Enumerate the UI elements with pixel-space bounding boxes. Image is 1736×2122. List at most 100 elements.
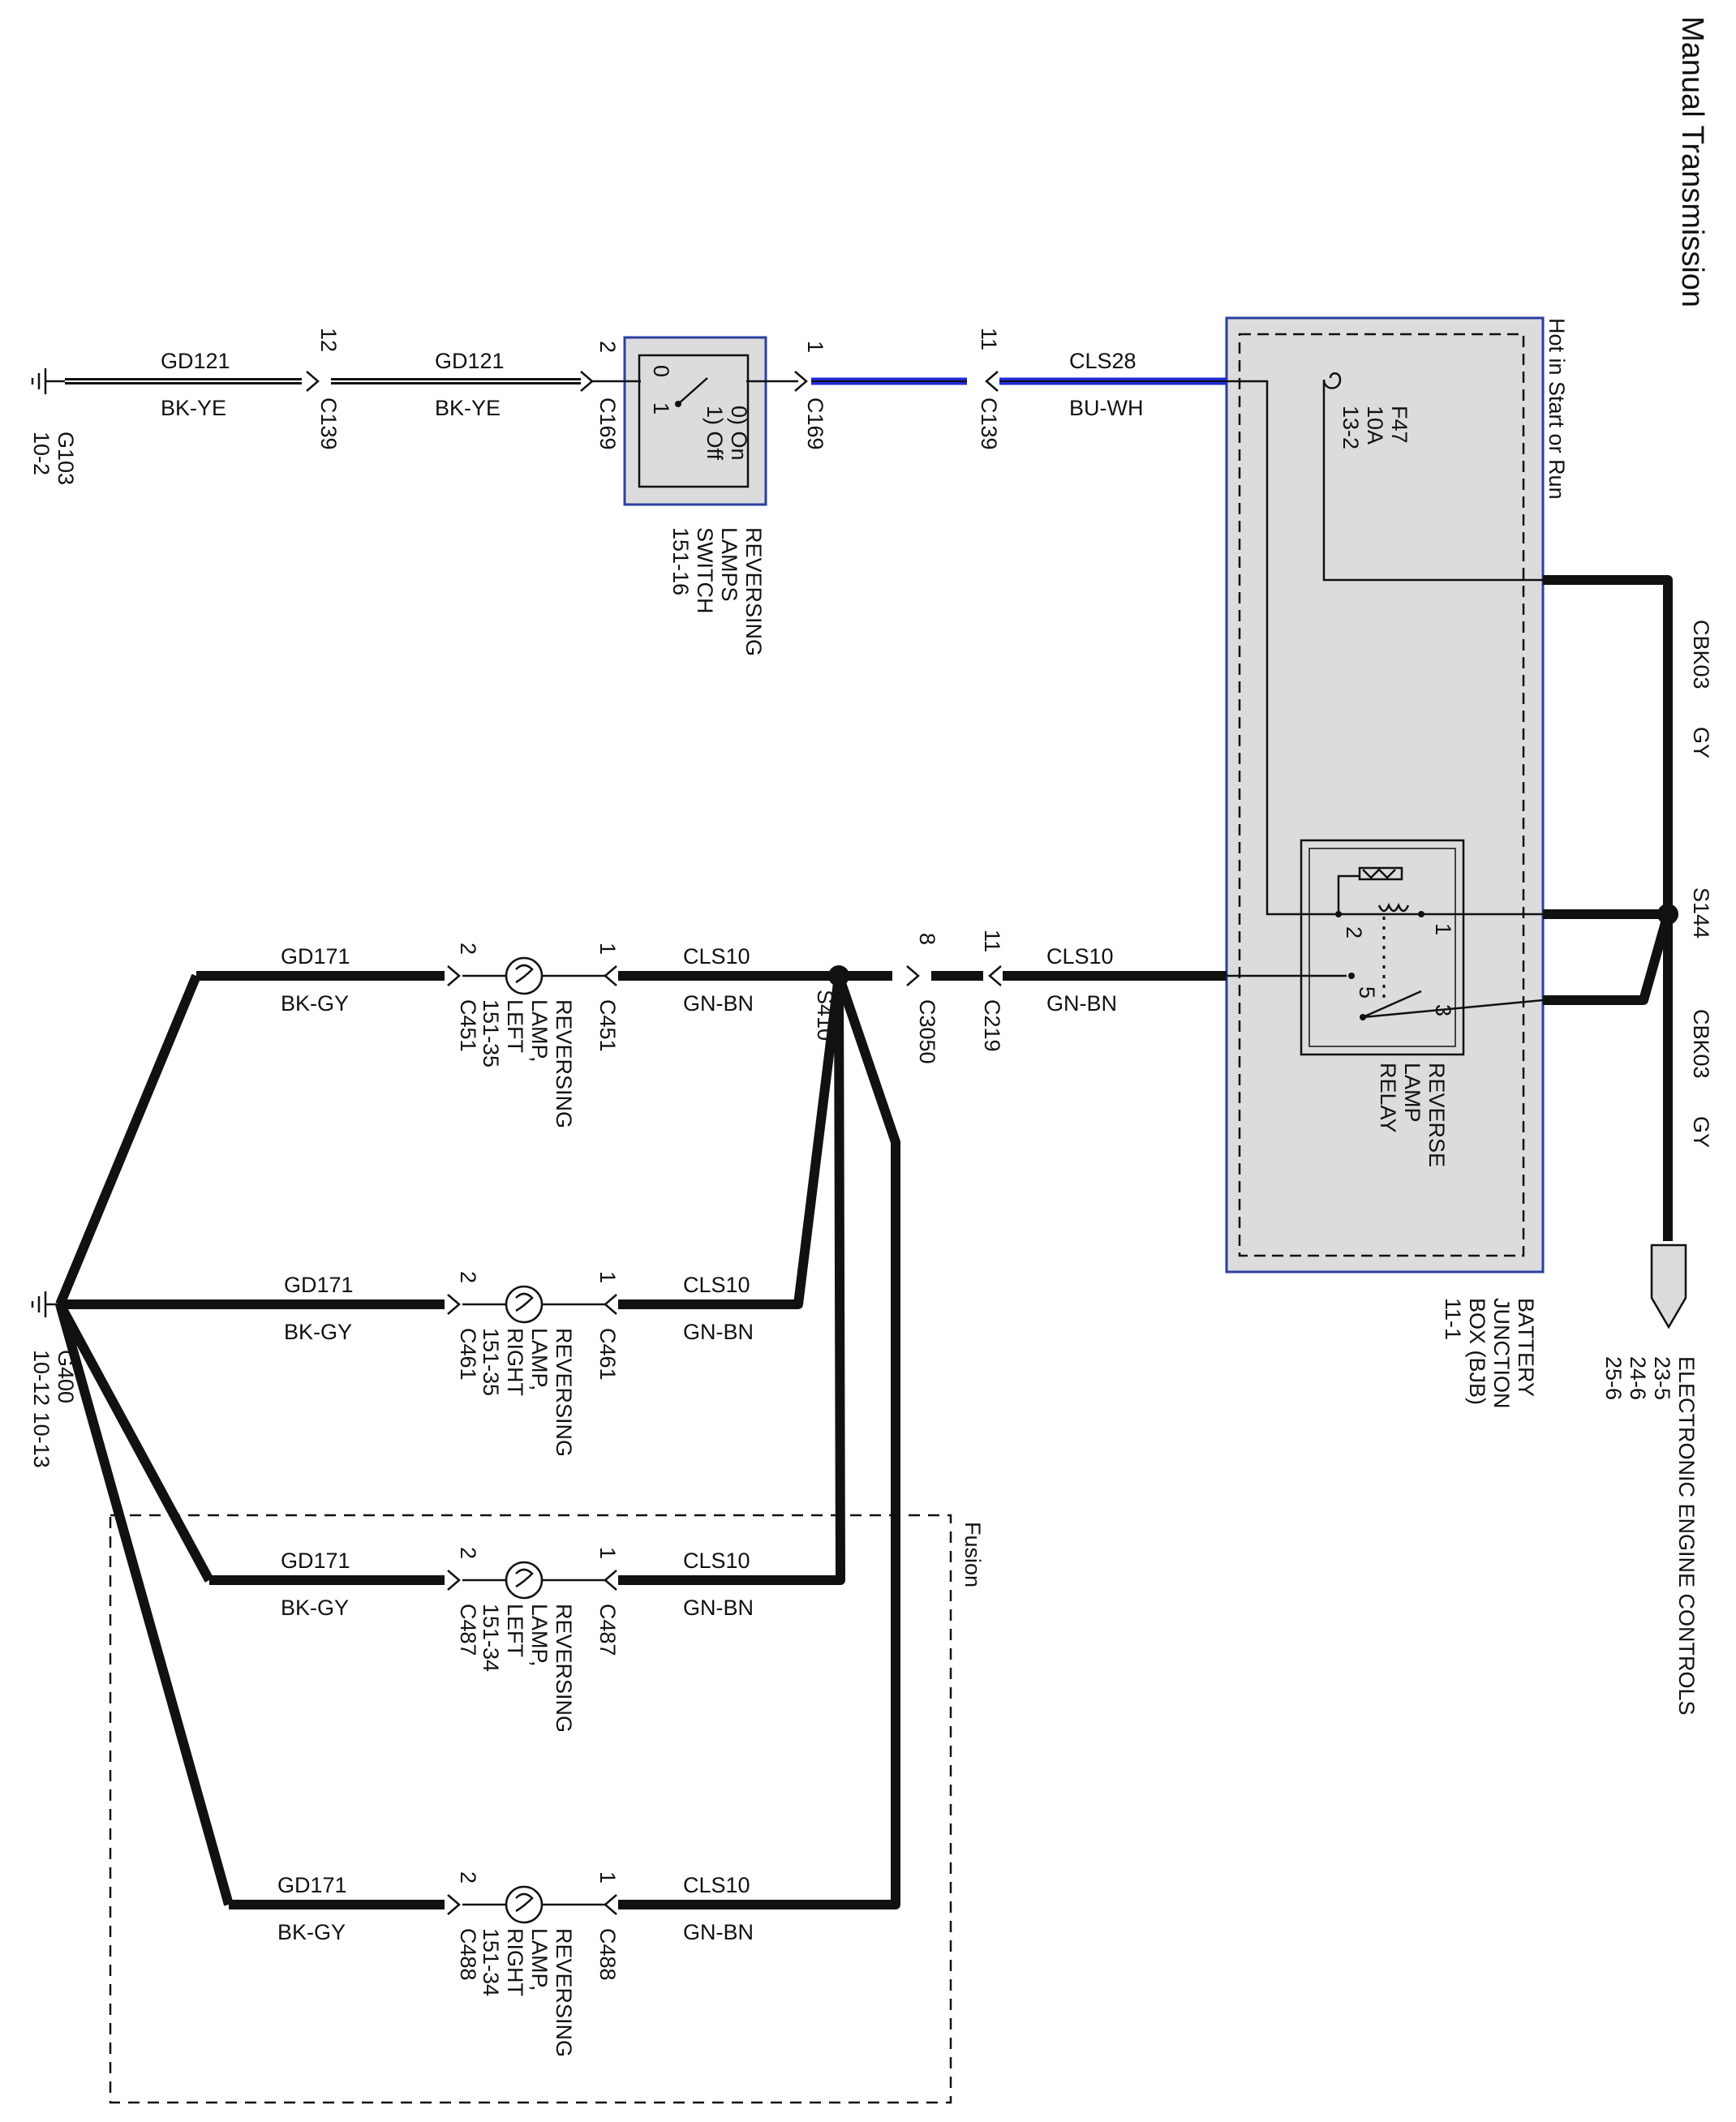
relay-contact-arm <box>1362 990 1422 1019</box>
svg-text:C451: C451 <box>456 999 480 1052</box>
wire-cls28-label: CLS28 BU-WH <box>1069 349 1143 420</box>
svg-text:151-35: 151-35 <box>479 999 503 1067</box>
svg-text:RELAY: RELAY <box>1376 1063 1400 1133</box>
svg-text:GN-BN: GN-BN <box>683 991 754 1016</box>
svg-text:CLS10: CLS10 <box>683 1873 750 1897</box>
reverse-lamp-relay-inner <box>1308 848 1456 1047</box>
wire-s144-to-relay-3 <box>1543 913 1673 1005</box>
c3050-label: C3050 <box>915 999 939 1064</box>
svg-text:C451: C451 <box>595 999 620 1052</box>
junction-box-inner-dashed <box>1238 333 1525 1257</box>
c219-pin-11: 11 <box>980 930 1004 952</box>
svg-text:BK-GY: BK-GY <box>281 991 349 1016</box>
svg-text:BK-GY: BK-GY <box>284 1320 352 1344</box>
wire-gd121-right-label: GD121 BK-YE <box>435 349 505 420</box>
svg-text:GD171: GD171 <box>281 944 350 969</box>
wire-cls10-feed-c461 <box>618 975 844 1309</box>
svg-text:CBK03: CBK03 <box>1689 1009 1713 1079</box>
svg-text:REVERSING: REVERSING <box>552 1328 576 1457</box>
svg-text:RIGHT: RIGHT <box>503 1928 527 1996</box>
svg-text:CLS10: CLS10 <box>683 1273 750 1297</box>
diagram-title: Manual Transmission <box>1675 16 1709 307</box>
svg-text:BK-GY: BK-GY <box>277 1920 346 1944</box>
svg-text:LAMP,: LAMP, <box>527 1604 552 1667</box>
switch-state-off: 1) Off <box>703 406 727 461</box>
switch-pos-0: 0 <box>649 365 673 377</box>
reversing-lamps-switch-label: REVERSING LAMPS SWITCH 151-16 <box>668 527 766 656</box>
svg-text:JUNCTION: JUNCTION <box>1489 1298 1514 1409</box>
svg-text:GD171: GD171 <box>281 1549 350 1573</box>
svg-text:GN-BN: GN-BN <box>1046 991 1117 1016</box>
svg-text:BATTERY: BATTERY <box>1514 1298 1538 1397</box>
engine-controls-refs: 23-5 24-6 25-6 <box>1601 1356 1674 1400</box>
svg-text:GD171: GD171 <box>277 1873 347 1897</box>
svg-text:CLS10: CLS10 <box>1046 944 1114 969</box>
svg-text:BU-WH: BU-WH <box>1069 396 1143 420</box>
svg-text:151-34: 151-34 <box>479 1928 503 1996</box>
relay-coil-leads <box>1337 874 1360 914</box>
svg-text:GN-BN: GN-BN <box>683 1596 754 1620</box>
relay-pin-5-dot <box>1348 973 1355 979</box>
svg-text:GY: GY <box>1689 727 1713 758</box>
connector-c169-right-icon <box>794 371 808 392</box>
c169-pin-2: 2 <box>595 341 620 353</box>
hot-in-start-run-label: Hot in Start or Run <box>1545 318 1569 500</box>
relay-pin-3-dot <box>1360 1014 1366 1020</box>
connector-c219-icon <box>988 965 1002 986</box>
wire-gd121-left-label: GD121 BK-YE <box>161 349 230 420</box>
ground-g400-label: G400 10-12 10-13 <box>29 1350 78 1468</box>
c139-pin-11: 11 <box>977 328 1001 350</box>
svg-text:1: 1 <box>595 943 620 955</box>
svg-text:CLS28: CLS28 <box>1069 349 1137 373</box>
svg-text:RIGHT: RIGHT <box>503 1328 527 1396</box>
svg-text:10-2: 10-2 <box>29 432 54 475</box>
switch-pos-1: 1 <box>649 402 673 415</box>
svg-text:C488: C488 <box>456 1928 480 1981</box>
engine-controls-connector-icon <box>1650 1244 1687 1329</box>
svg-text:LAMP,: LAMP, <box>527 1928 552 1991</box>
svg-text:1: 1 <box>595 1547 620 1559</box>
connector-c139-left-icon <box>306 371 320 392</box>
splice-s144-label: S144 <box>1689 887 1713 939</box>
svg-text:REVERSING: REVERSING <box>552 1604 576 1733</box>
svg-text:GN-BN: GN-BN <box>683 1920 754 1944</box>
lamp-row-c461: CLS10 GN-BN 1 C461 2 C461 GD171 BK-GY RE… <box>60 1271 754 1457</box>
ground-g400-icon <box>31 1291 60 1317</box>
c3050-pin-8: 8 <box>915 933 939 945</box>
c139-left-label: C139 <box>316 397 341 450</box>
svg-text:151-35: 151-35 <box>479 1328 503 1396</box>
svg-text:BK-YE: BK-YE <box>435 396 501 420</box>
svg-text:151-16: 151-16 <box>668 527 693 595</box>
svg-text:CLS10: CLS10 <box>683 1549 750 1573</box>
svg-text:LEFT: LEFT <box>503 1604 527 1657</box>
svg-text:25-6: 25-6 <box>1601 1356 1626 1400</box>
svg-text:2: 2 <box>456 1271 480 1283</box>
fusion-variant-label: Fusion <box>960 1522 985 1587</box>
ground-g103-label: G103 10-2 <box>29 432 78 485</box>
svg-text:SWITCH: SWITCH <box>693 527 717 613</box>
c169-right-label: C169 <box>803 397 827 450</box>
bjb-internal-wire-d <box>1362 999 1544 1019</box>
engine-controls-label: ELECTRONIC ENGINE CONTROLS <box>1674 1356 1699 1716</box>
wire-cls10-feed-c488 <box>618 974 900 1909</box>
junction-box-label: BATTERY JUNCTION BOX (BJB) 11-1 <box>1441 1298 1538 1409</box>
svg-text:LAMPS: LAMPS <box>717 527 741 602</box>
relay-pin-2-dot <box>1335 911 1342 917</box>
svg-text:11-1: 11-1 <box>1441 1298 1465 1340</box>
c139-right-label: C139 <box>977 397 1001 450</box>
svg-text:GD121: GD121 <box>161 349 230 373</box>
svg-text:REVERSING: REVERSING <box>552 1928 576 2057</box>
svg-text:C487: C487 <box>456 1604 480 1656</box>
wire-cls10-main-label: CLS10 GN-BN <box>1046 944 1117 1016</box>
junction-box-outline <box>1225 316 1545 1274</box>
switch-state-on: 0) On <box>727 406 751 461</box>
svg-text:REVERSING: REVERSING <box>741 527 766 656</box>
svg-text:BOX (BJB): BOX (BJB) <box>1465 1298 1489 1405</box>
c169-pin-1: 1 <box>803 341 827 353</box>
wire-cls10-feed-c487 <box>618 975 845 1585</box>
connector-c169-left-icon <box>580 371 594 392</box>
svg-text:10-12 10-13: 10-12 10-13 <box>29 1350 54 1468</box>
ground-g103-icon <box>31 368 65 394</box>
svg-text:REVERSE: REVERSE <box>1424 1063 1449 1167</box>
